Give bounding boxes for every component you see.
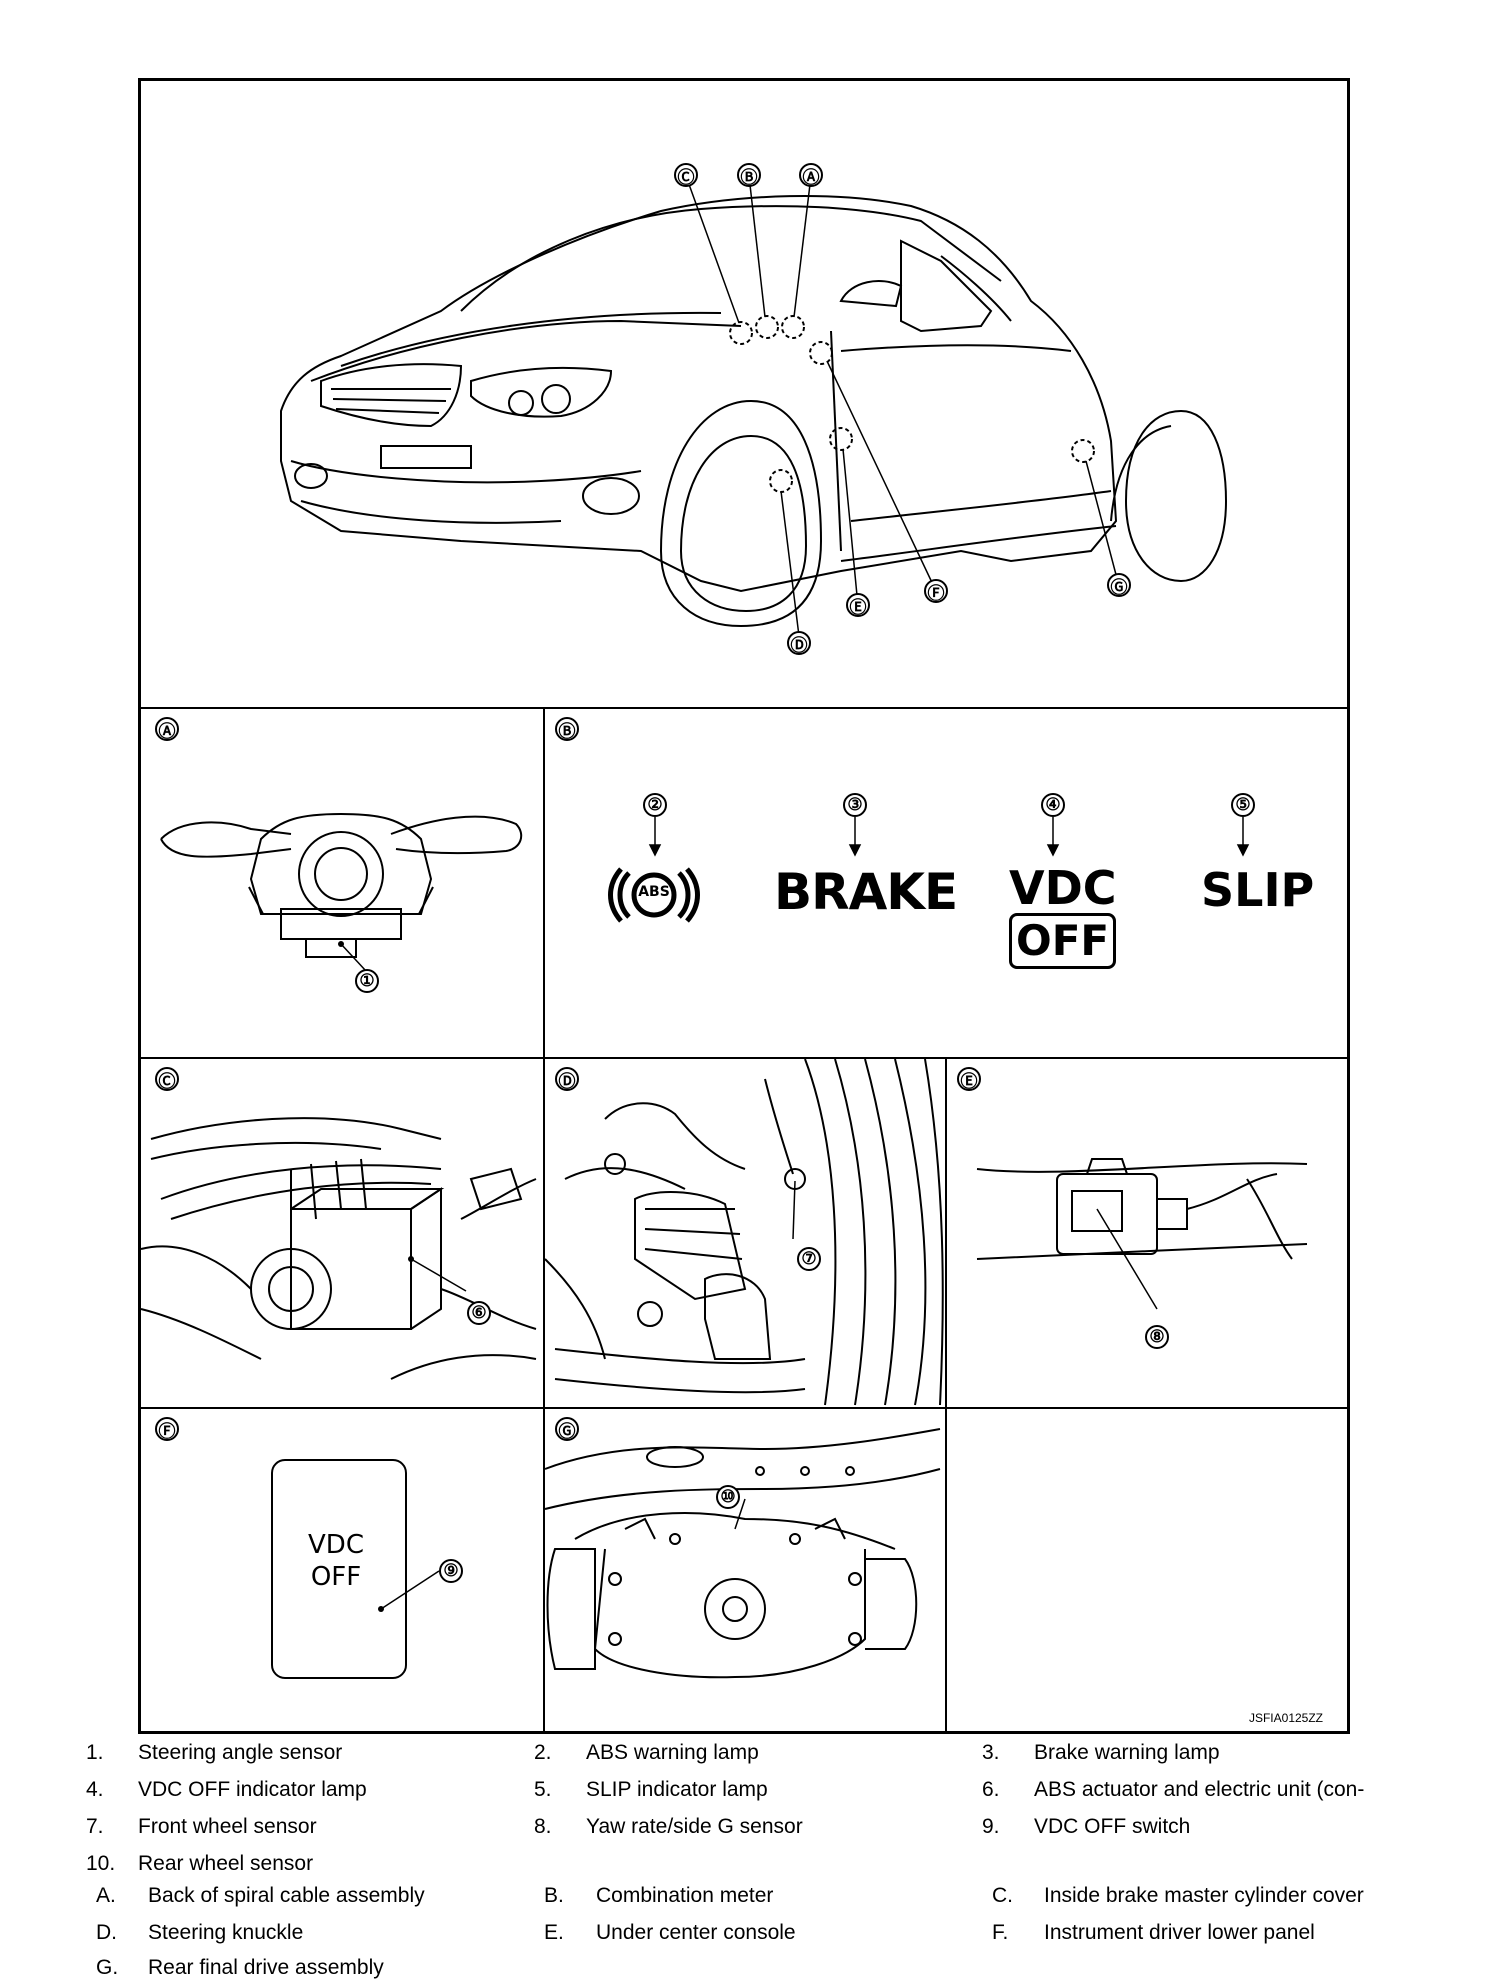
location-marker-b	[755, 315, 779, 339]
legend-text: Combination meter	[596, 1884, 774, 1907]
callout-8: ⑧	[1145, 1325, 1169, 1349]
callout-1: ①	[355, 969, 379, 993]
callout-9: ⑨	[439, 1559, 463, 1583]
car-label-d: Ⓓ	[787, 631, 811, 655]
legend-text: Steering knuckle	[148, 1921, 304, 1944]
panel-label-g: Ⓖ	[555, 1417, 579, 1441]
legend-text: VDC OFF indicator lamp	[138, 1778, 367, 1801]
grid-line	[945, 1057, 947, 1731]
legend-letter: C.	[992, 1884, 1013, 1907]
legend-num: 7.	[86, 1815, 104, 1838]
legend-letter: D.	[96, 1921, 117, 1944]
slip-lamp-label: SLIP	[1201, 863, 1315, 917]
legend-text: SLIP indicator lamp	[586, 1778, 768, 1801]
brake-lamp-label: BRAKE	[774, 863, 958, 921]
callout-2: ②	[643, 793, 667, 817]
legend-letter: G.	[96, 1956, 119, 1979]
legend-letter: E.	[544, 1921, 564, 1944]
panel-label-d: Ⓓ	[555, 1067, 579, 1091]
legend-num: 10.	[86, 1852, 116, 1875]
location-marker-g	[1071, 439, 1095, 463]
car-label-g: Ⓖ	[1107, 573, 1131, 597]
location-marker-d	[769, 469, 793, 493]
legend-letter: F.	[992, 1921, 1009, 1944]
legend-num: 3.	[982, 1741, 1000, 1764]
legend-text: Instrument driver lower panel	[1044, 1921, 1315, 1944]
switch-leader	[378, 1570, 440, 1612]
vdc-lamp-label: VDC	[1009, 861, 1117, 915]
off-lamp-label: OFF	[1009, 913, 1117, 969]
grid-line	[543, 707, 545, 1731]
figure-code: JSFIA0125ZZ	[1248, 1711, 1323, 1725]
switch-label-off: OFF	[310, 1562, 362, 1592]
location-marker-c	[729, 321, 753, 345]
legend-num: 6.	[982, 1778, 1000, 1801]
legend-text: ABS warning lamp	[586, 1741, 759, 1764]
legend-text: Yaw rate/side G sensor	[586, 1815, 803, 1838]
panel-label-b: Ⓑ	[555, 717, 579, 741]
abs-lamp-icon	[608, 867, 700, 923]
front-wheel-sensor-illustration	[544, 1058, 944, 1406]
callout-4: ④	[1041, 793, 1065, 817]
car-illustration	[280, 175, 1228, 637]
panel-label-f: Ⓕ	[155, 1417, 179, 1441]
location-marker-a	[781, 315, 805, 339]
legend-num: 1.	[86, 1741, 104, 1764]
callout-5: ⑤	[1231, 793, 1255, 817]
yaw-rate-sensor-illustration	[976, 1158, 1308, 1310]
legend-text: Brake warning lamp	[1034, 1741, 1220, 1764]
legend-text: VDC OFF switch	[1034, 1815, 1191, 1838]
legend-text: Front wheel sensor	[138, 1815, 317, 1838]
legend-letter: A.	[96, 1884, 116, 1907]
car-label-a: Ⓐ	[799, 163, 823, 187]
legend-text: Inside brake master cylinder cover	[1044, 1884, 1364, 1907]
location-marker-f	[809, 341, 833, 365]
abs-actuator-illustration	[140, 1117, 537, 1380]
grid-line	[141, 707, 1347, 709]
vdc-off-switch	[271, 1459, 407, 1679]
spiral-cable-illustration	[160, 812, 523, 972]
legend-num: 4.	[86, 1778, 104, 1801]
car-label-e: Ⓔ	[846, 593, 870, 617]
legend-num: 8.	[534, 1815, 552, 1838]
legend-text: Rear wheel sensor	[138, 1852, 314, 1875]
legend-text: Rear final drive assembly	[148, 1956, 384, 1979]
callout-10: ⑩	[716, 1485, 740, 1509]
panel-label-e: Ⓔ	[957, 1067, 981, 1091]
legend-text: Under center console	[596, 1921, 796, 1944]
legend-letter: B.	[544, 1884, 564, 1907]
callout-6: ⑥	[467, 1301, 491, 1325]
grid-line	[141, 1057, 1347, 1059]
rear-wheel-sensor-illustration	[544, 1428, 941, 1679]
legend-text: ABS actuator and electric unit (con-	[1034, 1778, 1365, 1801]
car-label-c: Ⓒ	[674, 163, 698, 187]
abs-lamp-label: ABS	[638, 884, 670, 900]
car-label-f: Ⓕ	[924, 579, 948, 603]
callout-7: ⑦	[797, 1247, 821, 1271]
car-label-b: Ⓑ	[737, 163, 761, 187]
panel-label-c: Ⓒ	[155, 1067, 179, 1091]
callout-3: ③	[843, 793, 867, 817]
meter-arrows	[648, 817, 1250, 857]
figure-frame: Ⓒ Ⓑ Ⓐ Ⓓ Ⓔ Ⓕ Ⓖ Ⓐ ① Ⓑ ② ③ ④ ⑤	[138, 78, 1350, 1734]
legend-text: Back of spiral cable assembly	[148, 1884, 425, 1907]
grid-line	[141, 1407, 1347, 1409]
legend-num: 5.	[534, 1778, 552, 1801]
legend-num: 9.	[982, 1815, 1000, 1838]
location-marker-e	[829, 427, 853, 451]
panel-label-a: Ⓐ	[155, 717, 179, 741]
switch-label-vdc: VDC	[308, 1530, 364, 1560]
